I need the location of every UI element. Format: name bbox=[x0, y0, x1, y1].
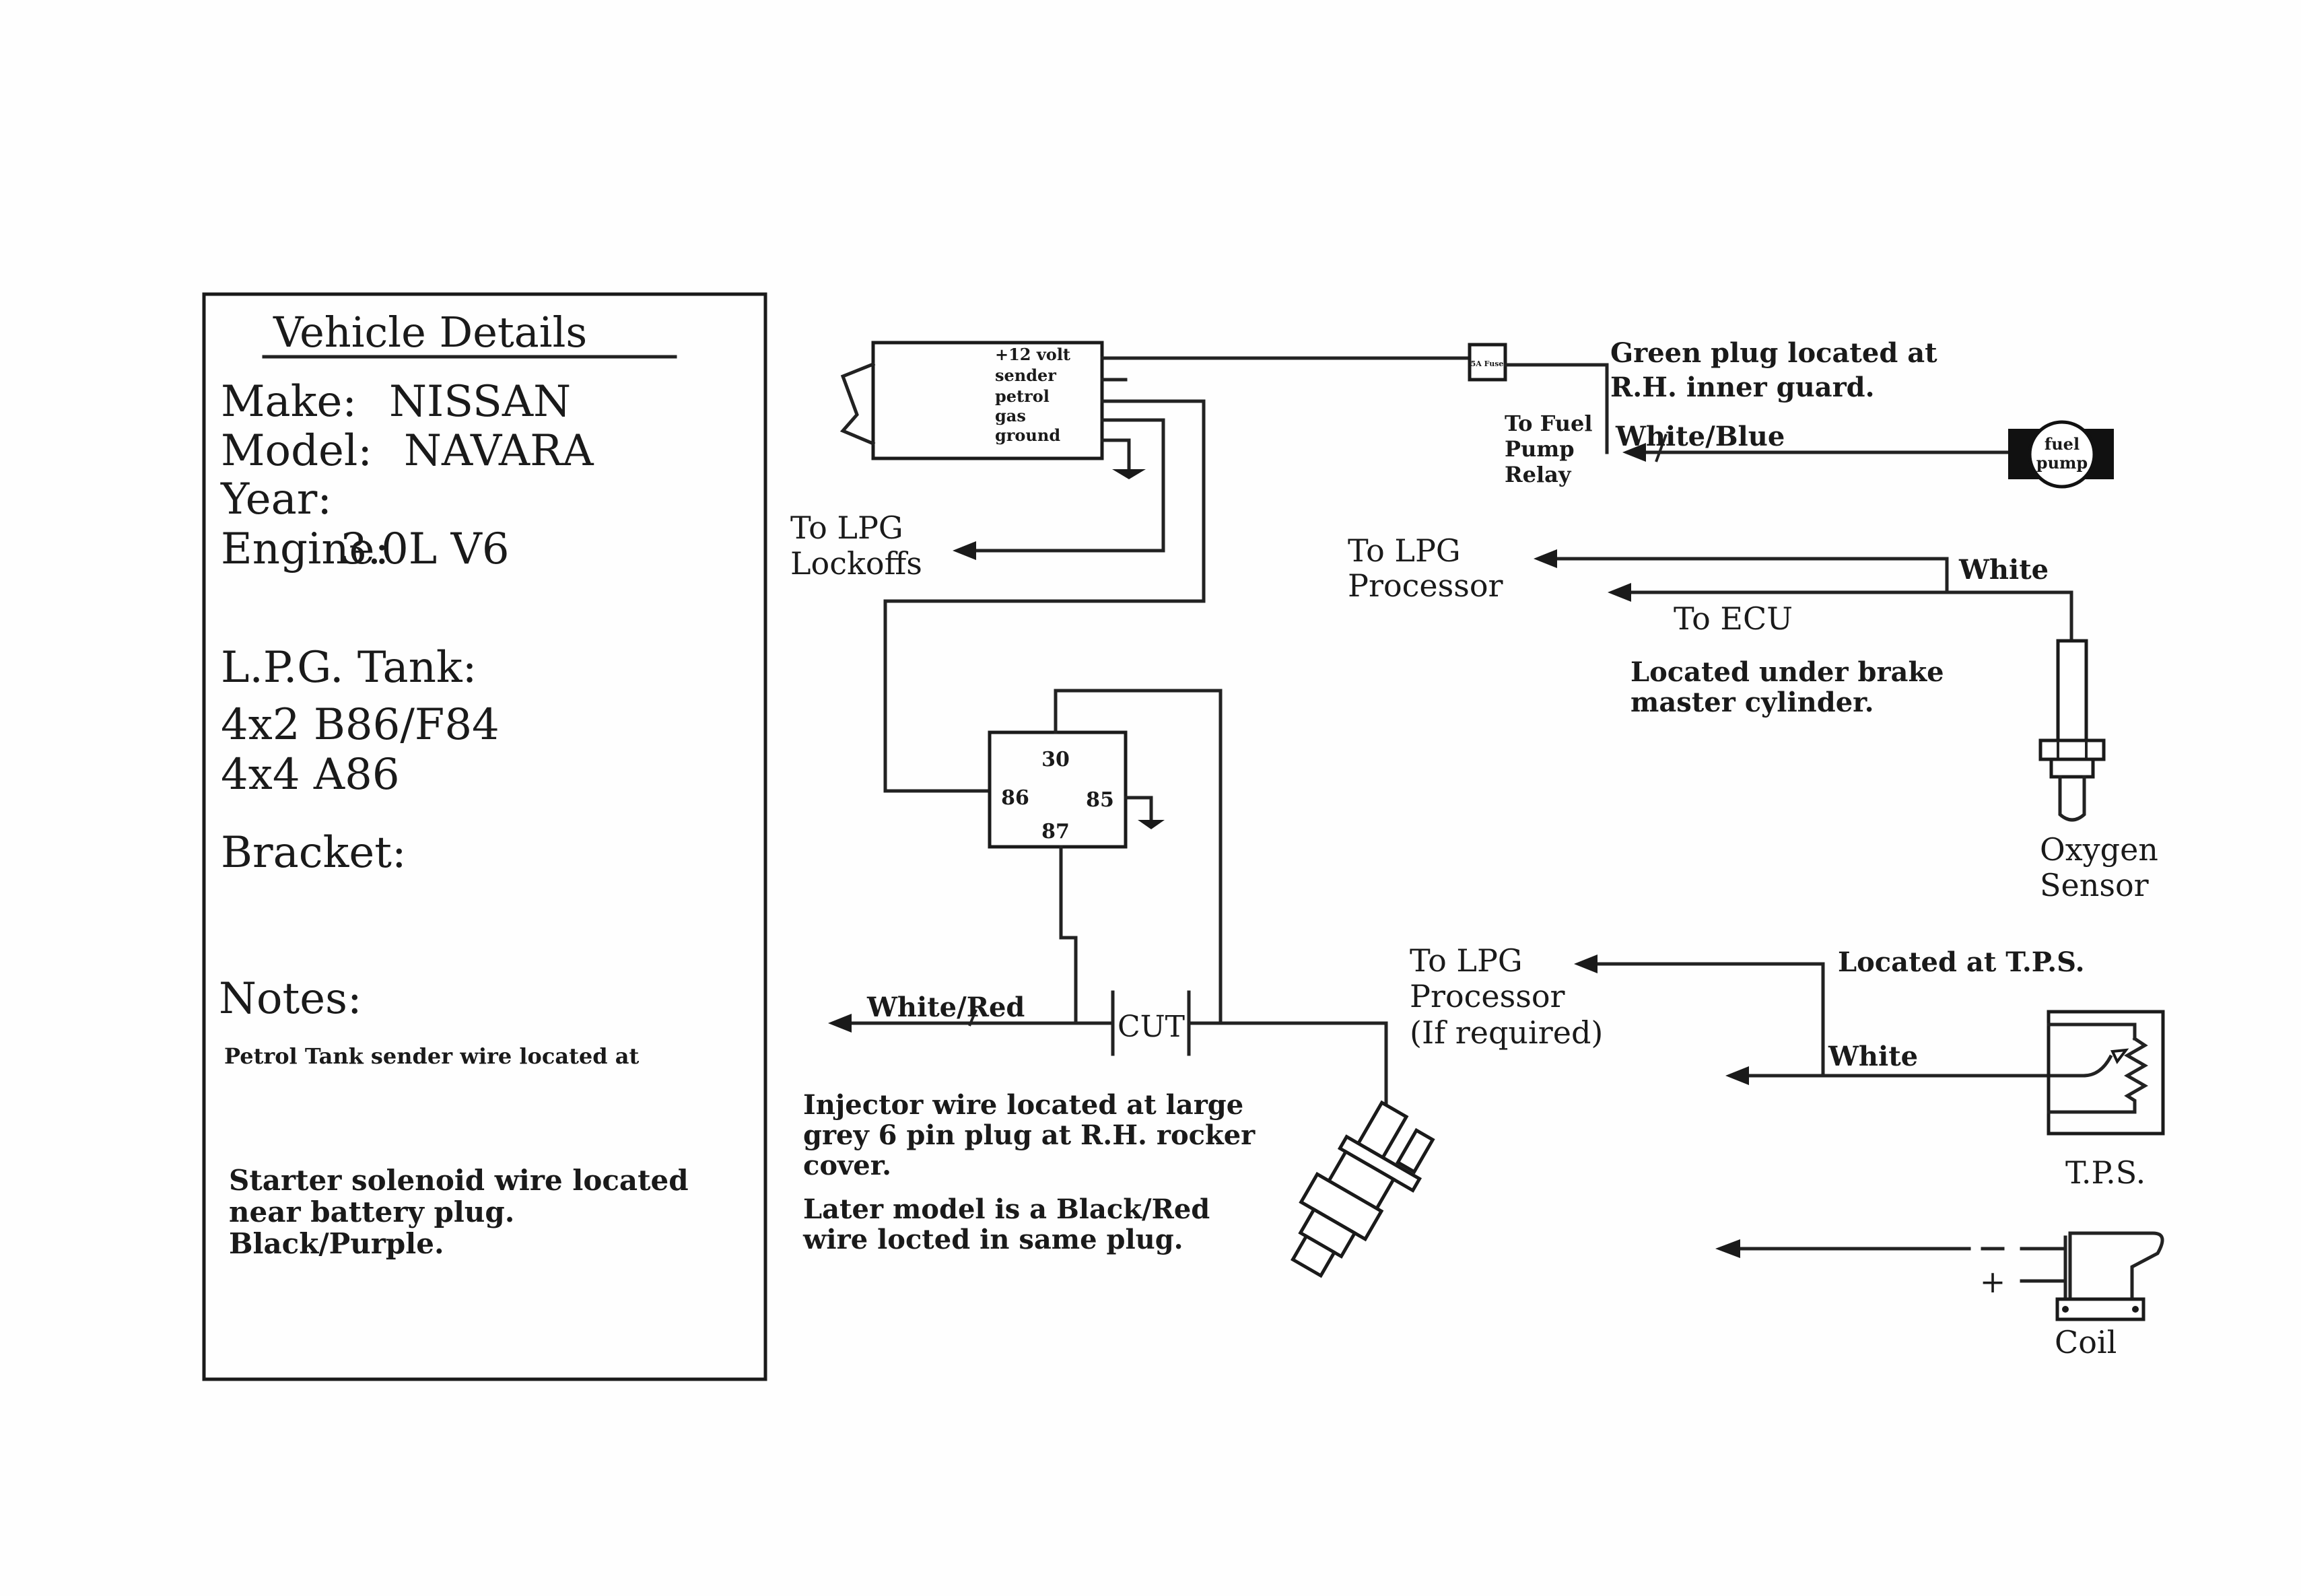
switch-module: +12 volt sender petrol gas ground bbox=[839, 341, 1472, 793]
fuse-label: 5A Fuse bbox=[1471, 359, 1504, 368]
vehicle-details-panel: Vehicle Details Make: NISSAN Model: NAVA… bbox=[202, 292, 767, 1381]
model-value: NAVARA bbox=[404, 426, 594, 476]
arrow-o2-lpg bbox=[1534, 549, 1557, 568]
oxygen-sensor-label: Sensor bbox=[2040, 867, 2149, 903]
wire-relay-87 bbox=[1059, 845, 1078, 1025]
fuel-pump-relay-label: To Fuel bbox=[1505, 411, 1593, 436]
oxygen-sensor-label: Oxygen bbox=[2040, 831, 2158, 868]
o2-note: master cylinder. bbox=[1630, 687, 1874, 718]
note-line: Starter solenoid wire located bbox=[229, 1164, 689, 1197]
terminal-label: ground bbox=[995, 425, 1060, 445]
arrow-tps-ecu bbox=[1725, 1066, 1749, 1085]
fuel-pump-note: Green plug located at bbox=[1610, 337, 1937, 369]
bracket-label: Bracket: bbox=[221, 828, 407, 878]
arrow-tps-lpg bbox=[1574, 955, 1598, 973]
fuse: 5A Fuse bbox=[1468, 343, 1507, 382]
lockoffs-label: Lockoffs bbox=[790, 545, 922, 582]
wire-relay-85-ground bbox=[1124, 796, 1153, 822]
later-model-note: wire locted in same plug. bbox=[802, 1224, 1183, 1255]
injector-note: Injector wire located at large bbox=[803, 1089, 1243, 1121]
vehicle-details-border bbox=[202, 292, 767, 1381]
lpg-tank-label: L.P.G. Tank: bbox=[221, 643, 477, 693]
o2-ecu-label: To ECU bbox=[1674, 600, 1793, 637]
fuel-pump-icon: fuel pump bbox=[2008, 420, 2114, 489]
engine-label: Engine: bbox=[221, 524, 389, 574]
switch-module-connector bbox=[839, 361, 876, 446]
wire-relay-30 bbox=[1054, 689, 1223, 1025]
terminal-label: gas bbox=[995, 406, 1026, 425]
wire-gas-to-lockoffs bbox=[971, 418, 1165, 553]
wire-petrol-to-relay-86 bbox=[883, 399, 1206, 793]
o2-lpg-processor-label: Processor bbox=[1348, 567, 1503, 604]
wire-color-tick bbox=[968, 1009, 977, 1027]
tps-icon bbox=[2047, 1010, 2165, 1136]
coil-positive-symbol: + bbox=[1980, 1263, 2006, 1300]
wire-o2-to-lpg bbox=[1546, 557, 1949, 594]
relay-pin-87: 87 bbox=[1041, 820, 1070, 843]
wire-ground bbox=[1100, 438, 1131, 471]
cut-marker: CUT bbox=[1111, 990, 1191, 1056]
tps-lpg-label: To LPG bbox=[1410, 942, 1523, 979]
engine-value: 3.0L V6 bbox=[340, 524, 510, 574]
tps-lpg-label: Processor bbox=[1410, 978, 1565, 1014]
cut-label: CUT bbox=[1118, 1010, 1185, 1044]
wire-to-injector bbox=[1190, 1021, 1388, 1106]
fuel-injector-icon bbox=[1290, 1100, 1435, 1278]
wire-o2-to-ecu bbox=[1627, 590, 2073, 648]
arrow-lockoffs bbox=[953, 541, 976, 560]
o2-note: Located under brake bbox=[1630, 656, 1944, 688]
fuel-pump-note: R.H. inner guard. bbox=[1610, 372, 1875, 403]
relay-pin-85: 85 bbox=[1086, 788, 1114, 812]
fuel-pump-text: pump bbox=[2036, 453, 2088, 473]
coil-icon bbox=[2055, 1231, 2164, 1321]
vehicle-details-title: Vehicle Details bbox=[273, 308, 587, 357]
injector-note: grey 6 pin plug at R.H. rocker bbox=[803, 1119, 1256, 1151]
lpg-tank-line: 4x2 B86/F84 bbox=[221, 700, 500, 750]
o2-wire-color: White bbox=[1958, 554, 2049, 586]
tps-lpg-label: (If required) bbox=[1410, 1014, 1603, 1051]
fuel-pump-relay-label: Pump bbox=[1505, 436, 1575, 462]
injector-note: cover. bbox=[803, 1150, 891, 1181]
coil-label: Coil bbox=[2055, 1324, 2117, 1360]
fuel-pump-wire-color: White/Blue bbox=[1615, 421, 1785, 452]
lockoffs-label: To LPG bbox=[790, 510, 903, 546]
tps-label: T.P.S. bbox=[2065, 1154, 2145, 1191]
terminal-label: sender bbox=[995, 366, 1056, 385]
arrow-o2-ecu bbox=[1608, 583, 1631, 602]
wire-tps-to-lpg bbox=[1593, 962, 1825, 1078]
make-label: Make: bbox=[221, 377, 357, 427]
oxygen-sensor-icon bbox=[2038, 639, 2106, 822]
terminal-label: +12 volt bbox=[995, 345, 1070, 364]
note-line: near battery plug. bbox=[229, 1195, 514, 1228]
model-label: Model: bbox=[221, 426, 372, 476]
wire-color-tick bbox=[1655, 433, 1668, 462]
tps-note: Located at T.P.S. bbox=[1838, 946, 2085, 978]
fuse-body bbox=[1468, 343, 1507, 382]
o2-lpg-processor-label: To LPG bbox=[1348, 532, 1461, 569]
fuel-pump-text: fuel bbox=[2045, 434, 2080, 454]
note-line: Black/Purple. bbox=[229, 1227, 444, 1260]
lpg-tank-line: 4x4 A86 bbox=[221, 750, 400, 800]
relay: 30 86 85 87 bbox=[988, 730, 1128, 849]
relay-pin-30: 30 bbox=[1041, 748, 1070, 771]
year-label: Year: bbox=[220, 475, 332, 524]
relay-pin-86: 86 bbox=[1001, 786, 1029, 810]
arrow-coil bbox=[1715, 1239, 1740, 1258]
arrow-fuel-pump-relay bbox=[1622, 443, 1646, 462]
fuel-pump-relay-label: Relay bbox=[1505, 462, 1572, 487]
notes-label: Notes: bbox=[219, 974, 362, 1024]
terminal-label: petrol bbox=[995, 386, 1050, 406]
make-value: NISSAN bbox=[389, 377, 571, 427]
later-model-note: Later model is a Black/Red bbox=[803, 1193, 1210, 1225]
ground-symbol-icon bbox=[1112, 469, 1146, 479]
tps-wire-color: White bbox=[1828, 1041, 1918, 1072]
arrow-white-red bbox=[828, 1014, 852, 1033]
note-line: Petrol Tank sender wire located at bbox=[224, 1043, 639, 1069]
wire-fuse-to-pump bbox=[1503, 363, 1609, 454]
relay-body bbox=[988, 730, 1128, 849]
injector-wire-color: White/Red bbox=[866, 992, 1025, 1023]
ground-symbol-icon bbox=[1138, 820, 1165, 829]
